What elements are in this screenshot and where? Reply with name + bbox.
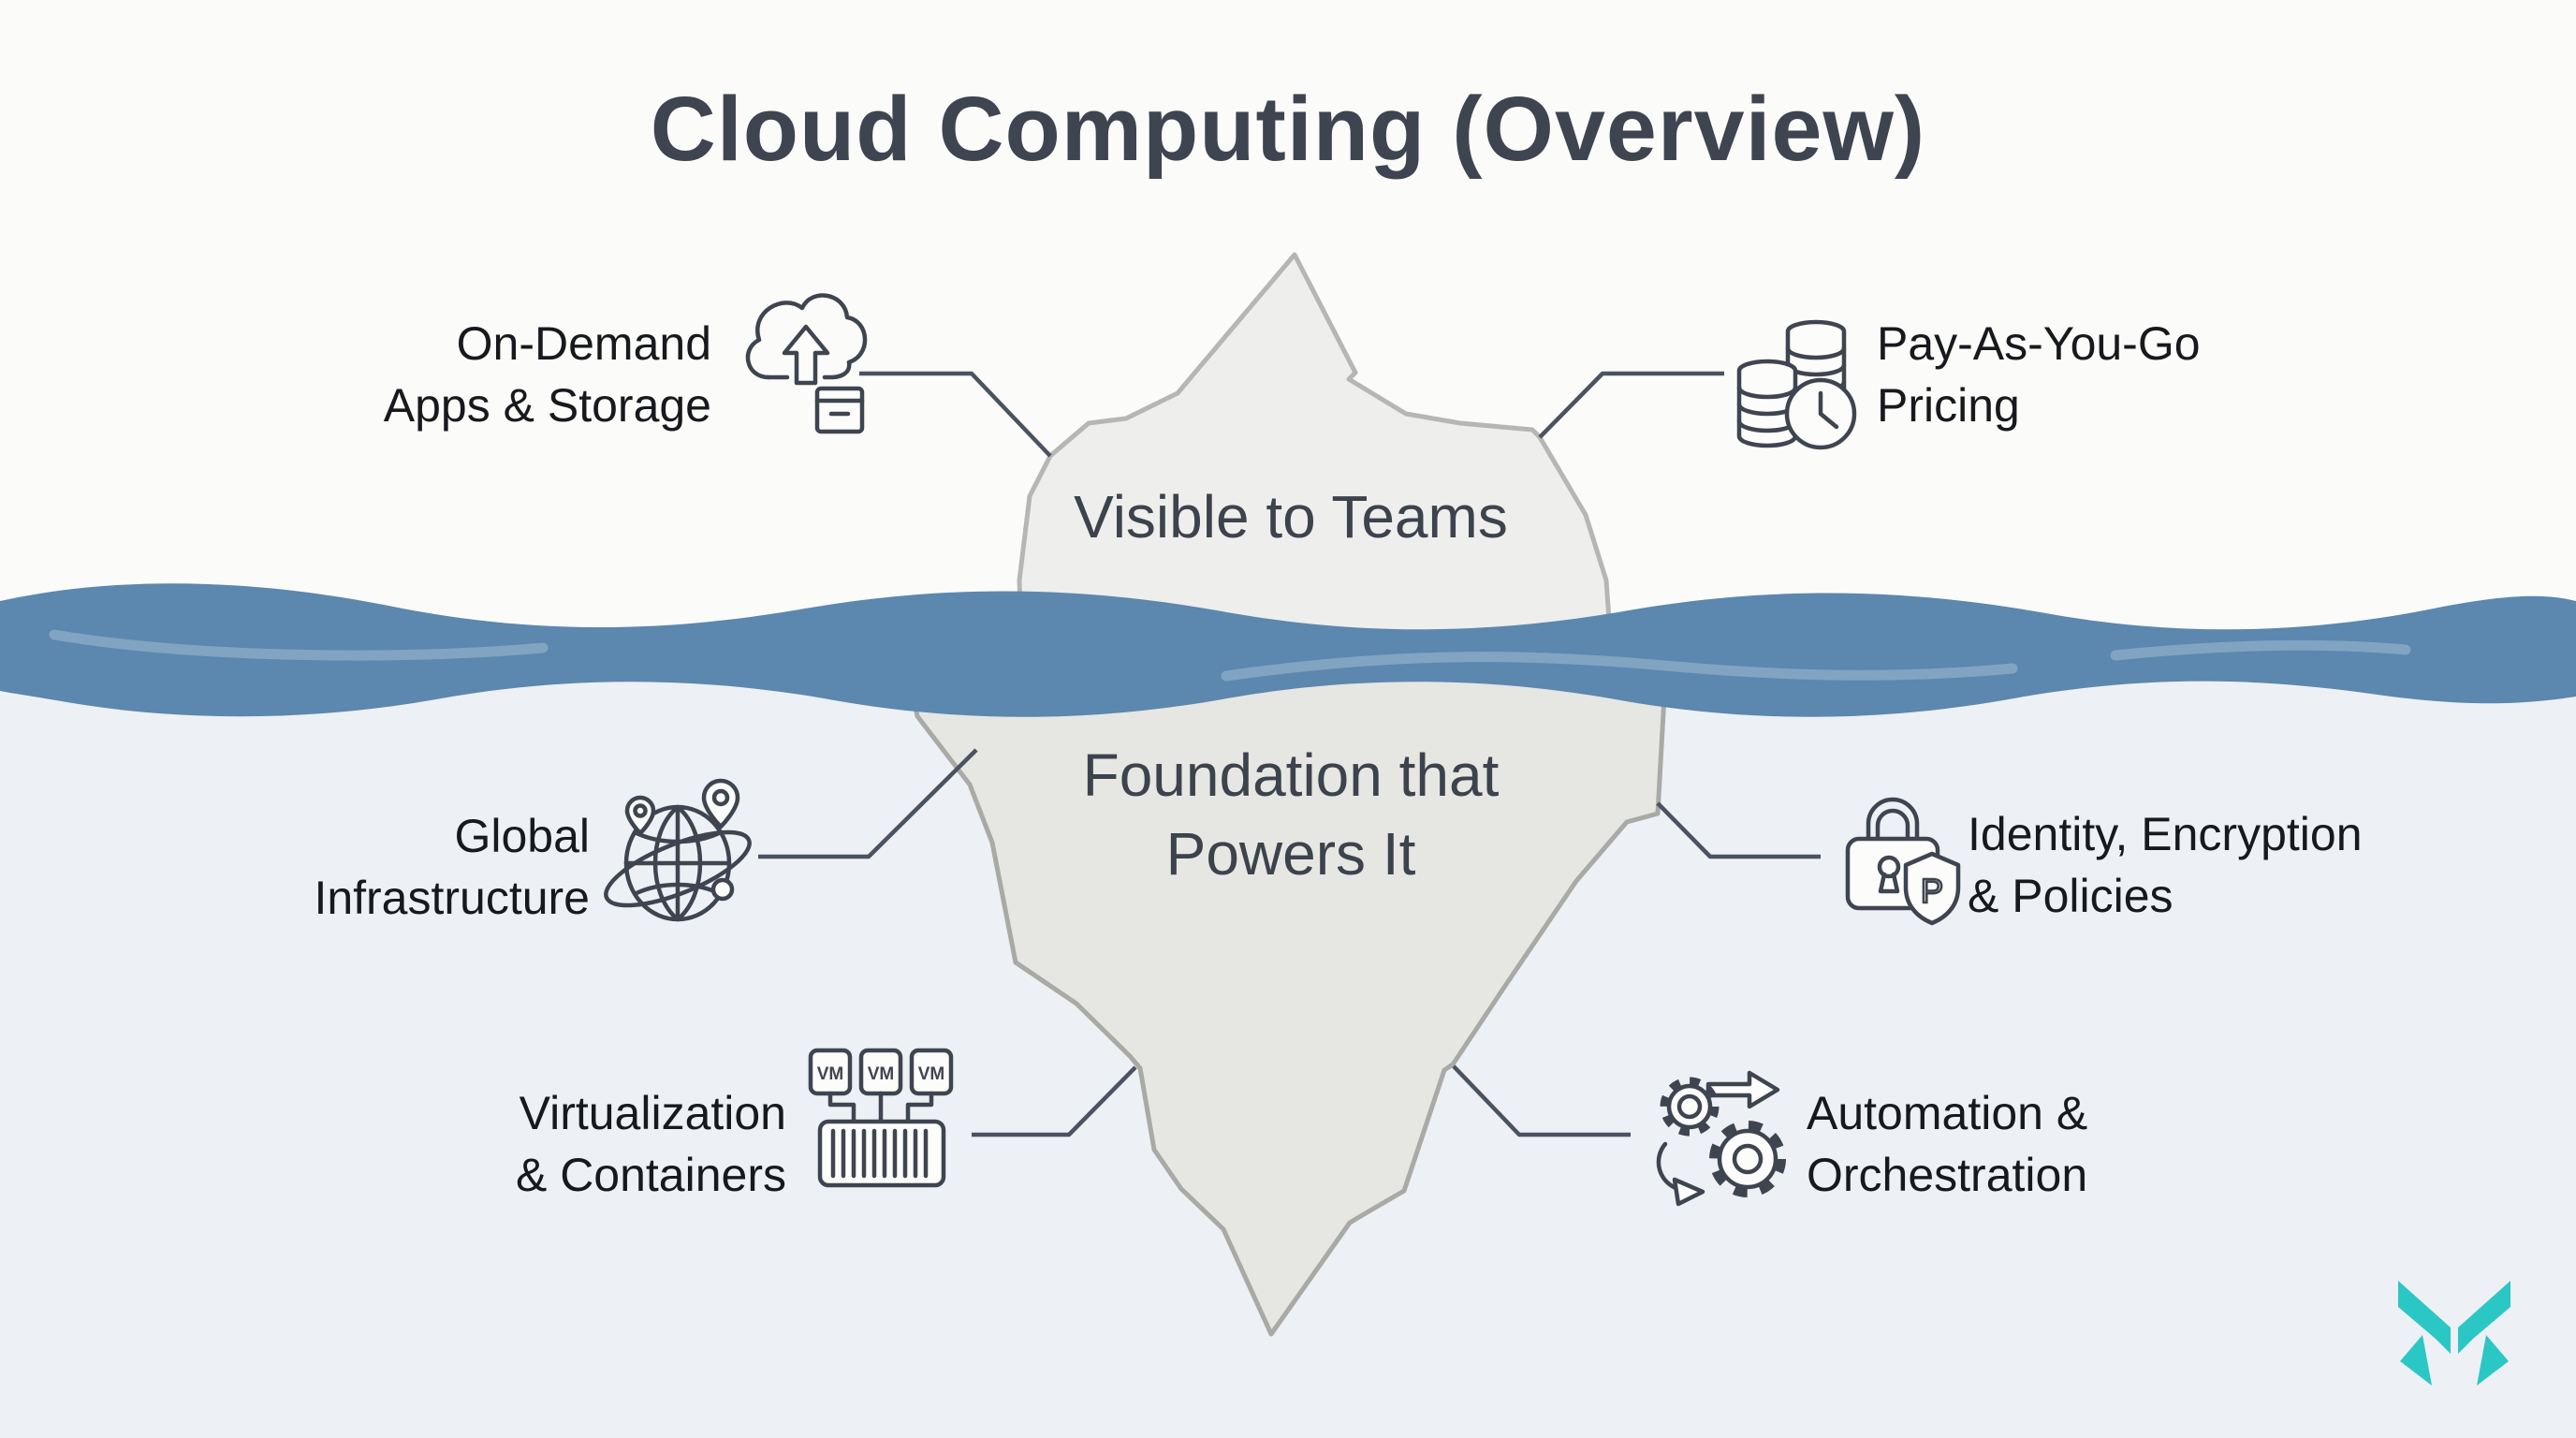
page-title: Cloud Computing (Overview) [650,78,1926,180]
cloud-upload-icon [745,293,868,434]
label-identity-encryption-policies: Identity, Encryption & Policies [1968,808,2363,922]
label-automation-orchestration: Automation & Orchestration [1807,1087,2088,1201]
label-global-infrastructure: Global Infrastructure [314,810,590,924]
water-highlight-center [1221,652,2018,682]
label-virtualization-containers: Virtualization & Containers [515,1087,786,1201]
lock-shield-icon: P [1845,797,1961,926]
vm-box-label: VM [918,1064,945,1084]
connector-bottom-left [972,1065,1137,1137]
coins-clock-icon [1736,319,1857,450]
vm-box-label: VM [868,1064,895,1084]
label-on-demand-apps-storage: On-Demand Apps & Storage [383,317,711,432]
water-highlight-right [2110,639,2411,661]
water-line [0,583,2576,717]
connector-middle-left [758,748,978,859]
connector-top-left [859,371,1052,458]
globe-pins-icon [604,778,752,922]
iceberg-below-water [898,626,1671,1337]
iceberg-above-label: Visible to Teams [1074,483,1508,550]
water-highlight-left [49,629,549,661]
shield-letter: P [1921,872,1943,910]
vm-box-label: VM [817,1064,844,1084]
connector-middle-right [1656,801,1821,859]
vm-containers-icon: VM VM VM [808,1048,954,1188]
connector-top-right [1538,371,1724,439]
connector-bottom-right [1452,1064,1631,1137]
gears-arrows-icon [1656,1070,1786,1207]
iceberg-below-label: Foundation that Powers It [1082,741,1500,888]
label-pay-as-you-go-pricing: Pay-As-You-Go Pricing [1877,317,2201,432]
brand-m-logo [2398,1281,2510,1386]
